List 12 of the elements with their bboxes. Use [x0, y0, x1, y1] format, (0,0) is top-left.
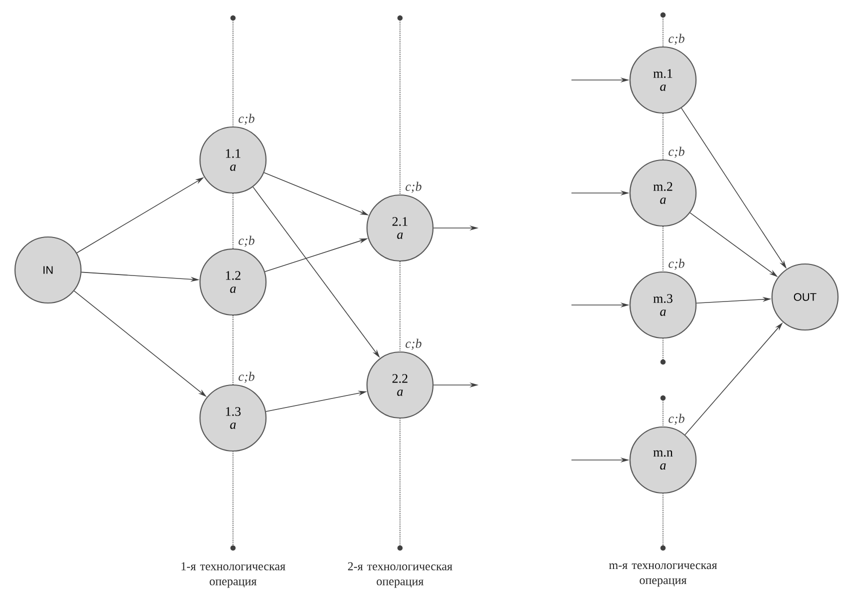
column-caption: 1-я технологическая операция — [182, 562, 286, 588]
column-caption: m-я технологическая операция — [609, 563, 717, 587]
parameter-label: c;b — [668, 258, 684, 270]
column-caption: 2-я технологическая операция — [348, 562, 452, 588]
parameter-label: c;b — [406, 338, 422, 350]
parameter-label: c;b — [238, 114, 254, 125]
parameter-label: c;b — [238, 236, 254, 247]
parameter-label: c;b — [238, 372, 254, 383]
parameter-label: c;b — [668, 146, 684, 158]
parameter-label: c;b — [668, 34, 684, 45]
parameter-label: c;b — [668, 414, 684, 425]
parameter-label: c;b — [406, 182, 422, 193]
